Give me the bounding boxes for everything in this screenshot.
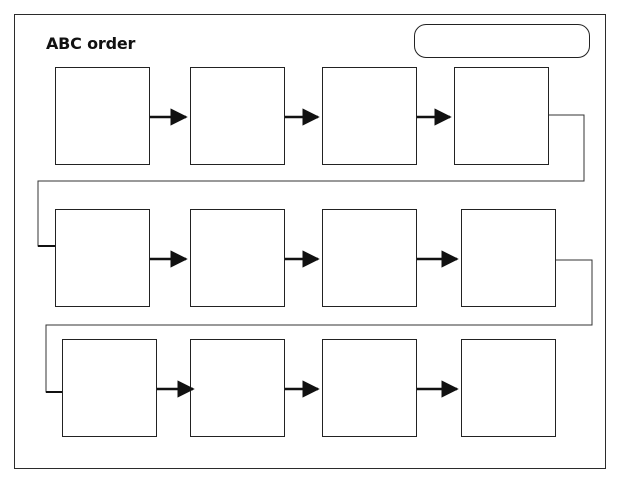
word-box-11[interactable]	[322, 339, 417, 437]
row-connector-line	[37, 114, 585, 247]
word-box-10[interactable]	[190, 339, 285, 437]
word-box-9[interactable]	[62, 339, 157, 437]
word-box-12[interactable]	[461, 339, 556, 437]
word-box-1[interactable]	[55, 67, 150, 165]
word-box-2[interactable]	[190, 67, 285, 165]
name-field[interactable]	[414, 24, 590, 58]
worksheet-border	[14, 14, 606, 469]
word-box-3[interactable]	[322, 67, 417, 165]
word-box-4[interactable]	[454, 67, 549, 165]
word-box-8[interactable]	[461, 209, 556, 307]
worksheet-title: ABC order	[46, 34, 136, 53]
word-box-6[interactable]	[190, 209, 285, 307]
word-box-5[interactable]	[55, 209, 150, 307]
row-connector-line	[45, 259, 593, 393]
word-box-7[interactable]	[322, 209, 417, 307]
